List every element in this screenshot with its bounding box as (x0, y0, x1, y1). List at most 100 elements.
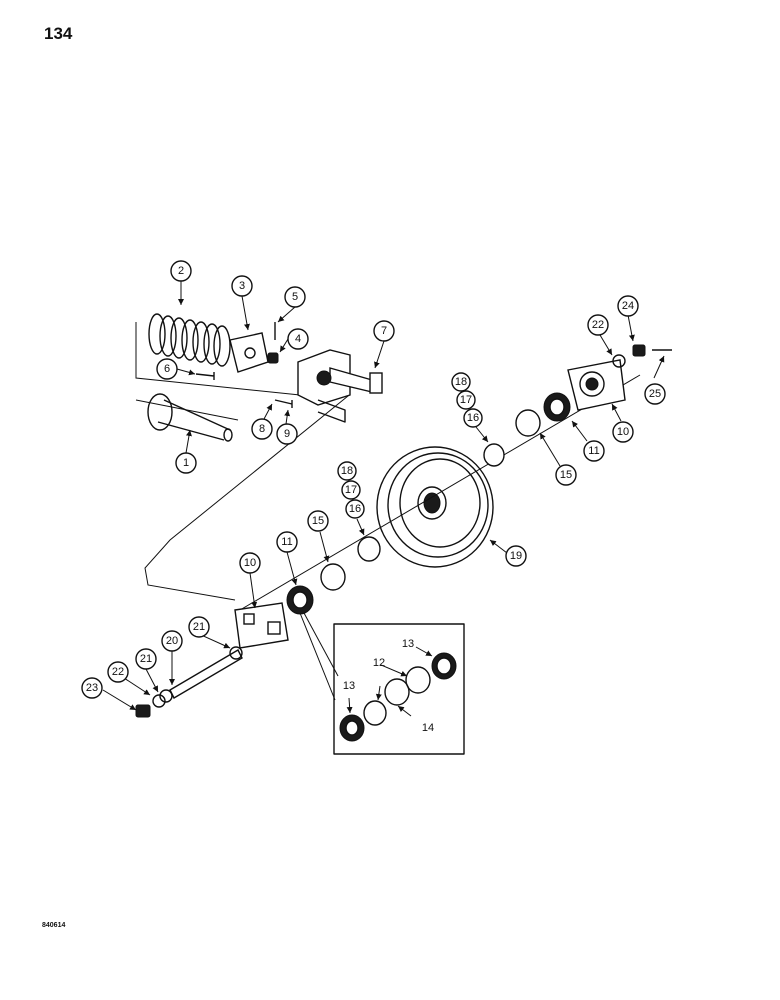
inset-seal-ring-mid (405, 666, 431, 694)
recoil-rod (147, 393, 233, 442)
small-bolt (274, 399, 293, 408)
callout-16-left: 16 (345, 499, 365, 519)
svg-text:19: 19 (510, 550, 522, 562)
svg-text:18: 18 (455, 376, 467, 388)
seal-detail-inset (333, 623, 465, 755)
svg-text:15: 15 (560, 469, 572, 481)
svg-text:20: 20 (166, 635, 178, 647)
bearing-cup-left (320, 563, 346, 591)
svg-text:16: 16 (349, 503, 361, 515)
inset-o-ring (384, 678, 410, 706)
seal-right-bore (549, 398, 565, 416)
shaft-axis (239, 374, 641, 611)
inset-seal-ring-left (363, 700, 387, 726)
svg-text:10: 10 (617, 426, 629, 438)
callout-22-right: 22 (587, 314, 609, 336)
svg-text:25: 25 (649, 388, 661, 400)
callout-1: 1 (175, 452, 197, 474)
nut-right (632, 344, 646, 357)
o-ring-lower (159, 689, 173, 703)
callout-13-upper: 13 (402, 638, 414, 650)
svg-text:2: 2 (178, 265, 184, 277)
callout-23: 23 (81, 677, 103, 699)
callout-5: 5 (284, 286, 306, 308)
idler-wheel (376, 446, 494, 568)
callout-24: 24 (617, 295, 639, 317)
svg-text:17: 17 (460, 394, 472, 406)
svg-text:12: 12 (373, 657, 385, 669)
callout-10-right: 10 (612, 421, 634, 443)
callout-21-upper: 21 (188, 616, 210, 638)
callout-18-left: 18 (337, 461, 357, 481)
svg-text:22: 22 (112, 666, 124, 678)
callout-8: 8 (251, 418, 273, 440)
spring-plate (229, 332, 269, 373)
svg-text:13: 13 (343, 680, 355, 692)
svg-text:4: 4 (295, 333, 301, 345)
callout-13-lower: 13 (343, 680, 355, 692)
bearing-cup-right (515, 409, 541, 437)
washer-left (152, 694, 166, 708)
callout-21-lower: 21 (135, 648, 157, 670)
svg-text:15: 15 (312, 515, 324, 527)
callout-17-right: 17 (456, 390, 476, 410)
bearing-block-right (567, 359, 626, 411)
assembly-boundary-line (135, 322, 350, 601)
callout-15-left: 15 (307, 510, 329, 532)
callout-22-left: 22 (107, 661, 129, 683)
svg-text:24: 24 (622, 300, 634, 312)
svg-text:11: 11 (281, 536, 292, 548)
callout-19: 19 (505, 545, 527, 567)
callout-4: 4 (287, 328, 309, 350)
callout-20: 20 (161, 630, 183, 652)
page-number: 134 (44, 24, 73, 43)
svg-text:8: 8 (259, 423, 265, 435)
bearing-cone-left (357, 536, 381, 562)
bearing-block-left (234, 602, 289, 649)
callout-7: 7 (373, 320, 395, 342)
svg-text:17: 17 (345, 484, 357, 496)
callout-11-left: 11 (276, 531, 298, 553)
svg-text:18: 18 (341, 465, 353, 477)
callout-15-right: 15 (555, 464, 577, 486)
leader-lines (102, 281, 665, 717)
callout-6: 6 (156, 358, 178, 380)
svg-text:22: 22 (592, 319, 604, 331)
bolt (195, 372, 215, 380)
nut-and-pin (267, 322, 279, 364)
callout-9: 9 (276, 423, 298, 445)
recoil-spring (148, 313, 231, 367)
callout-10-left: 10 (239, 552, 261, 574)
nut-left (135, 704, 151, 718)
yoke (297, 349, 383, 423)
inset-seal-bore-right (436, 657, 452, 675)
callout-25: 25 (644, 383, 666, 405)
svg-text:23: 23 (86, 682, 98, 694)
drawing-code: 840614 (42, 922, 66, 929)
svg-text:10: 10 (244, 557, 256, 569)
callout-16-right: 16 (463, 408, 483, 428)
svg-text:21: 21 (193, 621, 205, 633)
washer-right (612, 354, 626, 368)
inset-seal-bore-outer (345, 720, 359, 736)
callout-11-right: 11 (583, 440, 605, 462)
svg-text:21: 21 (140, 653, 152, 665)
o-ring-upper (229, 646, 243, 660)
svg-text:13: 13 (402, 638, 414, 650)
svg-text:6: 6 (164, 363, 170, 375)
svg-text:14: 14 (422, 722, 434, 734)
svg-text:16: 16 (467, 412, 479, 424)
callout-12: 12 (373, 657, 385, 669)
svg-text:7: 7 (381, 325, 387, 337)
svg-text:1: 1 (183, 457, 189, 469)
svg-text:9: 9 (284, 428, 290, 440)
callout-18-right: 18 (451, 372, 471, 392)
svg-text:3: 3 (239, 280, 245, 292)
bearing-cone-right (483, 443, 505, 467)
svg-text:11: 11 (588, 445, 599, 457)
callout-3: 3 (231, 275, 253, 297)
seal-left-bore (292, 591, 308, 609)
callout-14: 14 (422, 722, 434, 734)
callout-17-left: 17 (341, 480, 361, 500)
